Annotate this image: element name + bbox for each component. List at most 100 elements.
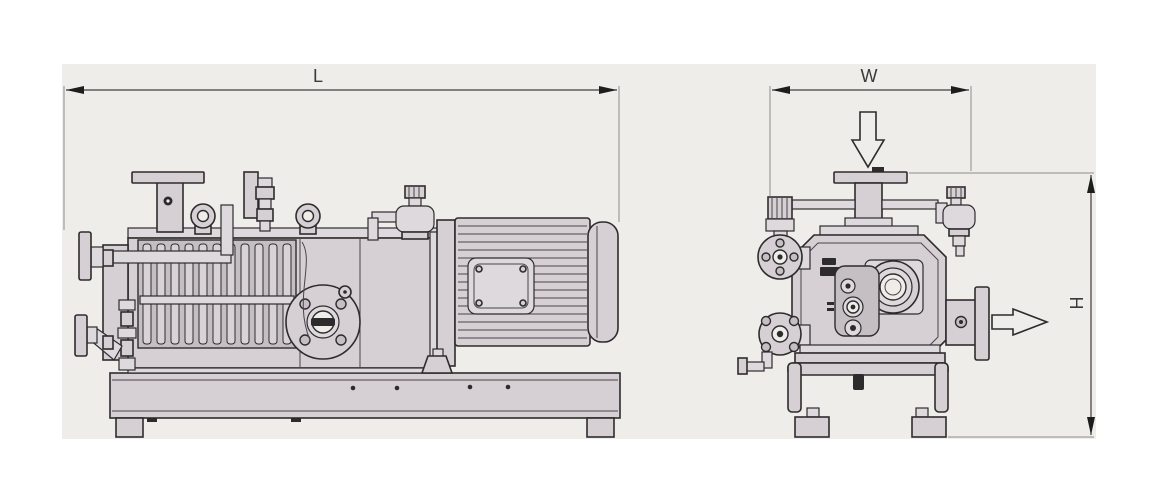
arrowhead-left-icon — [66, 86, 84, 94]
sight-glass-dot — [845, 283, 851, 289]
flange-hub — [86, 326, 98, 344]
flange-bolt-hole — [299, 298, 311, 310]
side-port-upper — [78, 231, 232, 281]
cooling-fins — [137, 239, 297, 349]
valve-base — [259, 220, 271, 232]
brand-logo-mark — [822, 258, 836, 265]
suction-pipe — [112, 250, 232, 264]
flange-bolt-hole — [335, 298, 347, 310]
fin — [268, 243, 278, 345]
drain-stub — [853, 374, 864, 390]
motor-side — [454, 217, 619, 347]
valve-cap — [257, 177, 273, 188]
inlet-flange-side — [131, 171, 205, 233]
outlet-bolt-dot — [959, 320, 963, 324]
arrowhead-right-icon — [951, 86, 969, 94]
top-pipe-right — [881, 199, 939, 210]
flange-bolt-hole — [775, 266, 785, 276]
cover-screw — [519, 299, 527, 307]
foot-bolt — [915, 407, 929, 418]
height-label: H — [1066, 297, 1086, 310]
level-mark — [827, 308, 834, 311]
drain-elbow — [737, 351, 773, 375]
flange-hub — [90, 246, 104, 268]
fin — [212, 243, 222, 345]
level-mark — [827, 302, 834, 305]
valve-base — [948, 228, 970, 237]
valve-neck — [258, 198, 272, 210]
top-cover — [819, 225, 919, 236]
gas-ballast-valve-side — [367, 185, 435, 241]
purge-valve-assembly — [220, 171, 275, 256]
fin-tie-bar — [139, 295, 295, 305]
valve-neck — [408, 197, 422, 207]
baseplate-tab — [147, 418, 157, 422]
valve-body — [256, 208, 274, 222]
inlet-flow-down-arrow-icon — [850, 111, 886, 169]
fin — [240, 243, 250, 345]
bearing-bore — [879, 273, 907, 301]
flange-bore-dot — [776, 330, 784, 338]
foot-left — [115, 417, 144, 438]
frame-leg-right — [934, 362, 949, 413]
foot-left — [794, 416, 830, 438]
outlet-flange-end — [945, 286, 990, 361]
drain-pipe — [745, 361, 765, 372]
baseplate-tab — [291, 418, 301, 422]
length-label: L — [313, 66, 323, 86]
flange-bolt-hole — [788, 341, 800, 353]
pipe-elbow — [220, 204, 234, 256]
bottom-rail — [799, 344, 941, 354]
exhaust-valve-end — [942, 186, 976, 257]
valve-knurled-cap — [404, 185, 426, 199]
frame-and-feet — [787, 344, 949, 438]
bottom-rail — [794, 352, 946, 364]
sight-fitting-dot — [343, 290, 347, 294]
valve-body — [255, 186, 275, 200]
outlet-flange-plate — [974, 286, 990, 361]
fitting — [117, 327, 137, 339]
valve-neck — [950, 197, 962, 206]
flange-bore-slot — [311, 318, 335, 326]
pump-base-rail — [127, 367, 441, 374]
pump-body-side — [74, 171, 456, 374]
fitting — [118, 357, 136, 371]
flange-bolt-hole — [788, 315, 800, 327]
flange-bolt-hole — [775, 238, 785, 248]
fin — [142, 243, 152, 345]
valve-fitting — [955, 245, 965, 257]
inlet-flange-plate — [833, 171, 908, 184]
side-flange-plate — [78, 231, 92, 281]
frame-crossbar — [787, 362, 949, 376]
outlet-flow-right-arrow-icon — [991, 307, 1050, 337]
foot-bolt — [806, 407, 820, 418]
dimension-height: H — [909, 172, 1095, 438]
arrowhead-left-icon — [772, 86, 790, 94]
fin — [156, 243, 166, 345]
flange-bolt-hole — [761, 252, 771, 262]
foot-right — [586, 417, 615, 438]
inlet-flange-plate — [131, 171, 205, 184]
side-view — [74, 171, 621, 438]
drain-plug-dot — [850, 325, 856, 331]
eyebolt-ring-hole — [301, 209, 315, 223]
valve-pipe-elbow — [367, 217, 379, 241]
cover-screw — [475, 299, 483, 307]
terminal-box-cover — [467, 257, 535, 315]
side-flange-lower-end — [758, 312, 811, 356]
cover-screw — [519, 265, 527, 273]
fin — [184, 243, 194, 345]
side-port-lower — [74, 314, 123, 361]
inlet-bolt-hole-center — [166, 199, 170, 203]
fitting — [120, 311, 134, 327]
pipe-nut — [102, 249, 114, 267]
baseplate-bolt — [350, 385, 356, 391]
drain-pipe — [761, 351, 773, 369]
knurl-lines — [408, 187, 420, 197]
baseplate-bolt — [505, 384, 511, 390]
knurl-lines — [950, 188, 962, 197]
discharge-flange-disc — [285, 284, 361, 360]
baseplate-bolt — [394, 385, 400, 391]
inlet-column — [156, 181, 184, 233]
